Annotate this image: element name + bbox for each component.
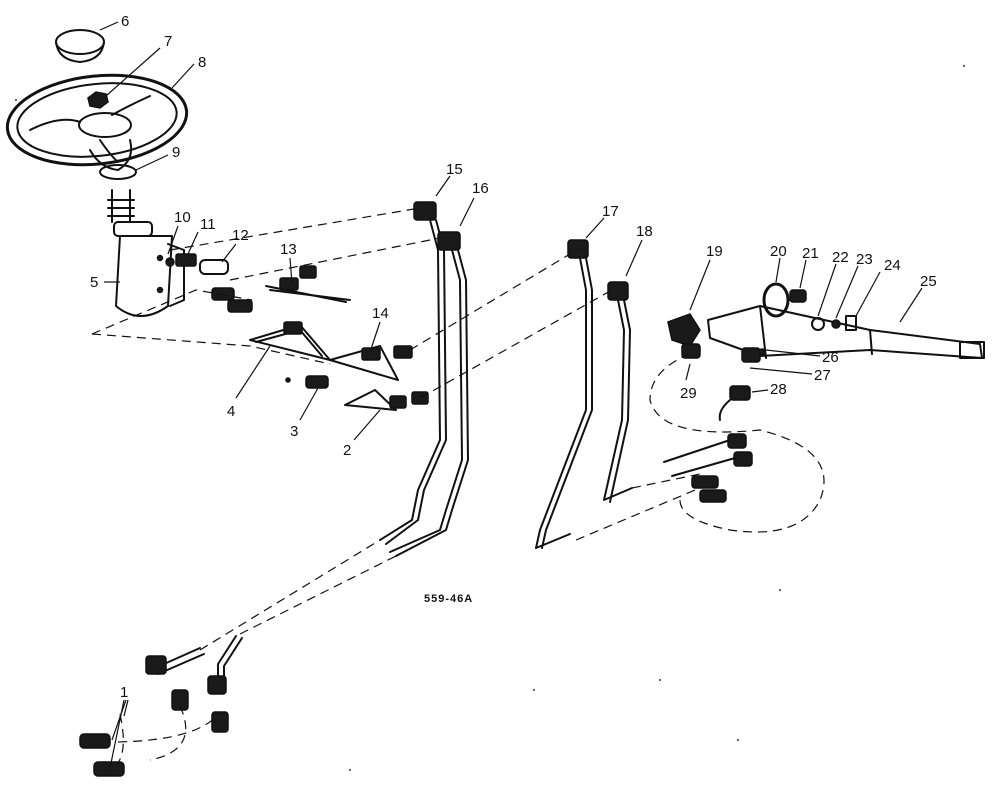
- cylinder-ring: [762, 282, 790, 318]
- cylinder-hose-fitting: [718, 385, 751, 421]
- callout-20: 20: [770, 243, 787, 260]
- steering-cylinder: [707, 305, 985, 359]
- callout-29: 29: [680, 385, 697, 402]
- cylinder-nut: [811, 315, 857, 331]
- callout-27: 27: [814, 367, 831, 384]
- specks: [15, 65, 965, 771]
- callout-19: 19: [706, 243, 723, 260]
- callout-8: 8: [198, 54, 206, 71]
- callout-2: 2: [343, 442, 351, 459]
- tube-18: [603, 281, 633, 503]
- callout-24: 24: [884, 257, 901, 274]
- leader-lines: [99, 21, 923, 769]
- tee-fitting-upper: [265, 265, 351, 303]
- callout-18: 18: [636, 223, 653, 240]
- callout-28: 28: [770, 381, 787, 398]
- steering-column: [107, 189, 185, 317]
- connector-fitting: [199, 259, 253, 313]
- tee-fitting-lower: [249, 321, 331, 361]
- callout-23: 23: [856, 251, 873, 268]
- callout-12: 12: [232, 227, 249, 244]
- cylinder-elbow: [741, 347, 766, 363]
- callout-11: 11: [200, 216, 216, 233]
- right-connectors: [663, 433, 753, 503]
- lower-tube-left: [145, 647, 205, 711]
- steering-wheel: [5, 73, 189, 171]
- figure-code: 559-46A: [424, 593, 473, 605]
- lower-tube-right: [207, 635, 243, 733]
- callout-17: 17: [602, 203, 619, 220]
- valve-fitting: [681, 343, 701, 359]
- tube-16: [389, 231, 469, 557]
- callout-21: 21: [802, 245, 819, 262]
- cylinder-bushing: [789, 289, 807, 303]
- callout-4: 4: [227, 403, 235, 420]
- wheel-nut: [87, 91, 109, 109]
- callout-6: 6: [121, 13, 129, 30]
- elbow-fitting: [344, 389, 429, 411]
- callout-16: 16: [472, 180, 489, 197]
- horn-cap: [55, 29, 105, 63]
- callout-1: 1: [120, 684, 128, 701]
- assembly-lines: [91, 207, 825, 771]
- tube-17: [535, 239, 593, 549]
- cylinder-valve: [667, 313, 701, 347]
- callout-15: 15: [446, 161, 463, 178]
- callout-3: 3: [290, 423, 298, 440]
- adapter-fitting: [175, 253, 197, 267]
- callout-numbers: 1 2 3 4 5 6 7 8 9 10 11 12 13 14 15 16 1…: [90, 13, 937, 701]
- callout-13: 13: [280, 241, 297, 258]
- callout-25: 25: [920, 273, 937, 290]
- callout-7: 7: [164, 33, 172, 50]
- fitting-seal: [165, 257, 175, 267]
- tube-15: [379, 201, 447, 545]
- callout-5: 5: [90, 274, 98, 291]
- callout-9: 9: [172, 144, 180, 161]
- callout-22: 22: [832, 249, 849, 266]
- check-valve: [285, 375, 329, 389]
- tee-fitting-right: [329, 345, 413, 381]
- callout-10: 10: [174, 209, 191, 226]
- o-ring: [99, 164, 137, 180]
- callout-26: 26: [822, 349, 839, 366]
- callout-14: 14: [372, 305, 389, 322]
- hose-fittings: [79, 733, 125, 777]
